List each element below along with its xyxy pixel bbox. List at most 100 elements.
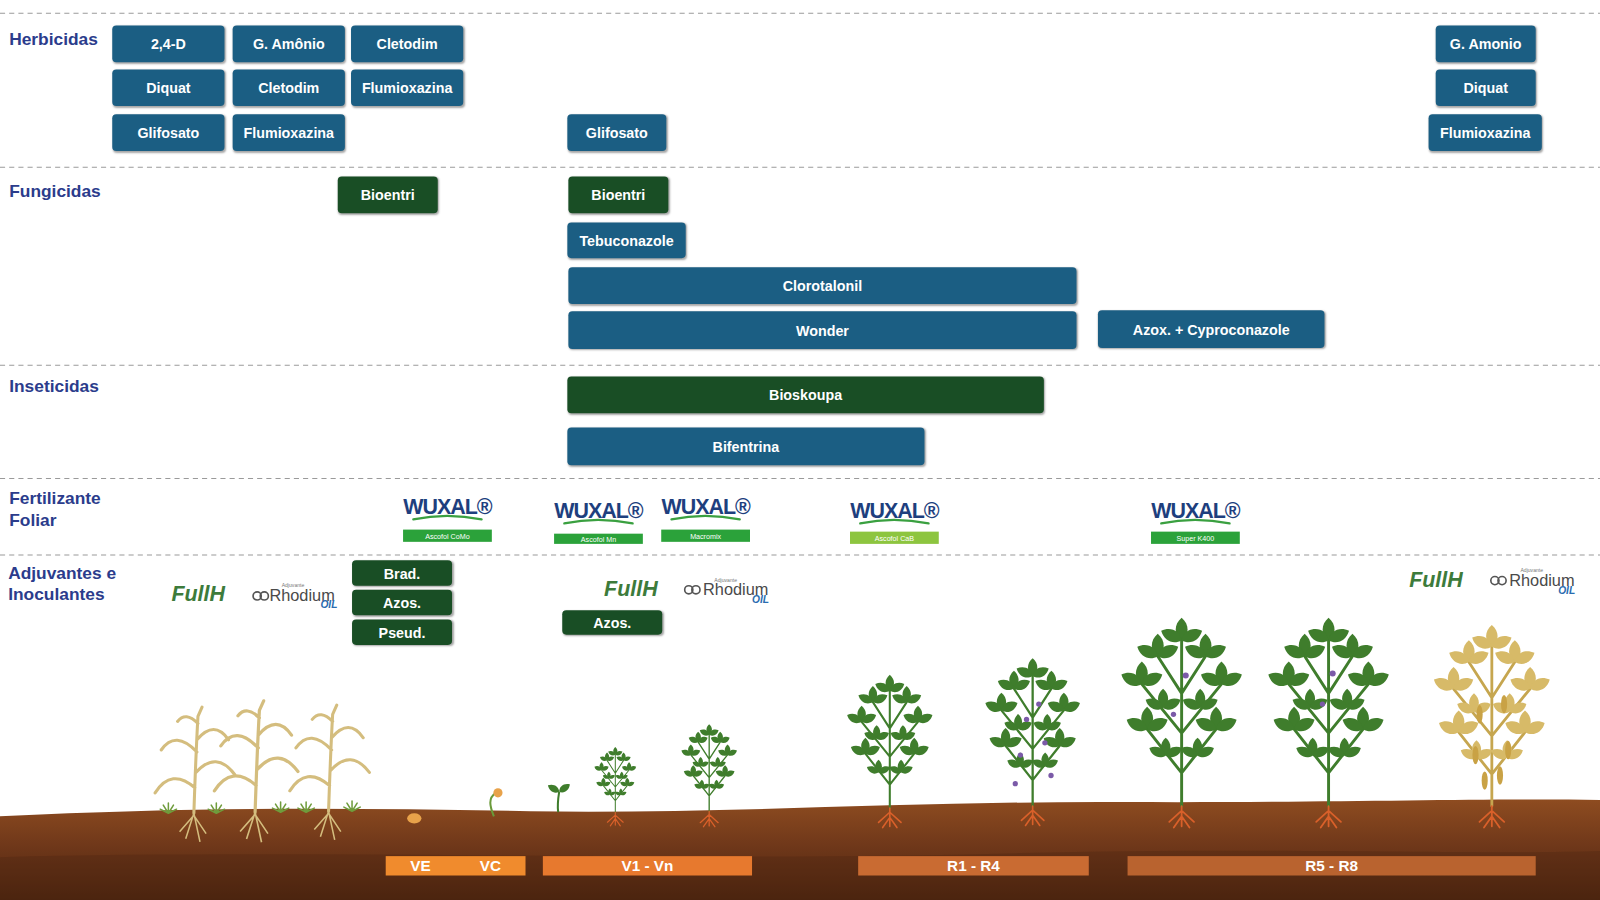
roots (1479, 806, 1504, 827)
fertilizer-tag: Super K400 (1151, 532, 1240, 544)
node-text: Glifosato (586, 124, 648, 140)
node-text: Ascofol CoMo (425, 532, 469, 539)
corn-stalk (214, 701, 298, 842)
logo-ring (1498, 577, 1506, 585)
node-text: Tebuconazole (579, 232, 673, 248)
node-text: R1 - R4 (947, 857, 1000, 874)
product-box: Glifosato (567, 114, 666, 151)
flower (1330, 670, 1336, 676)
product-box: Glifosato (112, 114, 224, 151)
pod (1472, 746, 1478, 764)
stage-bar: R5 - R8 (1128, 856, 1536, 875)
divider-line (0, 365, 1600, 366)
pod (1501, 695, 1507, 713)
product-box: Azox. + Cyproconazole (1098, 310, 1325, 348)
flower (1183, 672, 1189, 678)
weeds (160, 801, 360, 813)
logo-ring (692, 586, 700, 594)
soybean-plant (1119, 618, 1245, 806)
section-heading: Fertilizante Foliar (9, 488, 131, 531)
node-text: Diquat (1463, 80, 1507, 96)
node-text: V1 - Vn (621, 857, 673, 874)
roots (879, 808, 901, 827)
node-text: Azos. (383, 594, 421, 610)
plant-roots (607, 806, 1504, 827)
brand-logo-text: WUXAL® (850, 500, 939, 521)
product-box: Wonder (568, 311, 1076, 349)
divider-line (0, 13, 1600, 14)
flower (1036, 701, 1041, 706)
seed (407, 813, 421, 823)
corn-stalk (155, 707, 235, 842)
flower (1042, 740, 1047, 745)
logo-ring (260, 592, 268, 600)
weed-tuft (344, 801, 360, 811)
pod (1482, 771, 1488, 789)
node-text: Bioskoupa (769, 387, 842, 403)
roots (1316, 806, 1341, 827)
logo-suffix: OIL (752, 595, 769, 605)
soil-layer (0, 851, 1600, 900)
node-text: Pseud. (379, 624, 426, 640)
node-text: Flumioxazina (1440, 124, 1530, 140)
logo-suffix: OIL (320, 600, 337, 610)
node-text: Ascofol CaB (875, 534, 914, 541)
flower (1013, 781, 1018, 786)
roots (607, 812, 623, 826)
node-text: 2,4-D (151, 36, 186, 52)
stage-bar: VEVC (386, 856, 526, 875)
soybean-plant (1266, 618, 1392, 806)
product-box: Diquat (112, 69, 224, 106)
stage-bar: R1 - R4 (858, 856, 1089, 875)
soil (0, 800, 1600, 900)
node-text: Flumioxazina (362, 80, 452, 96)
flower (1018, 752, 1023, 757)
node-text: Brad. (384, 565, 421, 581)
flower (1171, 712, 1176, 717)
node-text: VE (410, 857, 430, 874)
flower (1024, 717, 1029, 722)
brand-logo-text: WUXAL® (554, 500, 643, 521)
section-heading: Inseticidas (9, 376, 152, 397)
node-text: G. Amonio (1450, 36, 1522, 52)
roots (700, 811, 718, 827)
pod (1477, 705, 1483, 723)
divider-line (0, 167, 1600, 168)
soybean-plant (983, 658, 1081, 806)
product-box: Diquat (1436, 69, 1536, 106)
roots (1169, 806, 1194, 827)
node-text: G. Amônio (253, 36, 325, 52)
roots (1021, 806, 1043, 825)
wuxal-swooshes (413, 516, 1229, 524)
divider-line (0, 478, 1600, 479)
brand-logo-text: WUXAL® (661, 496, 750, 517)
product-box: Flumioxazina (351, 69, 463, 106)
node-text: Ascofol Mn (581, 535, 616, 542)
product-box: Clorotalonil (568, 267, 1076, 304)
node-text: Clorotalonil (783, 278, 862, 294)
seedling-leaf (557, 782, 572, 795)
biological-box: Bioskoupa (567, 377, 1044, 414)
node-text: Azox. + Cyproconazole (1133, 321, 1290, 337)
product-box: G. Amonio (1436, 26, 1536, 63)
node-text: Bioentri (591, 187, 645, 203)
fertilizer-tag: Macromix (661, 530, 750, 542)
logo-suffix: OIL (1558, 586, 1575, 596)
node-text: Macromix (690, 532, 721, 539)
node-text: Diquat (146, 80, 190, 96)
node-text: Flumioxazina (244, 124, 334, 140)
biological-box: Pseud. (352, 619, 452, 645)
fertilizer-tag: Ascofol Mn (554, 534, 643, 544)
brand-logo-text: FullH (604, 578, 658, 599)
product-box: Cletodim (233, 69, 345, 106)
flowers (1013, 670, 1336, 786)
node-text: Super K400 (1177, 534, 1215, 541)
biological-box: Bioentri (338, 177, 438, 214)
node-text: Glifosato (137, 124, 199, 140)
weed-tuft (298, 802, 314, 812)
product-box: Bifentrina (567, 428, 924, 466)
divider-line (0, 555, 1600, 556)
node-text: Bioentri (361, 187, 415, 203)
